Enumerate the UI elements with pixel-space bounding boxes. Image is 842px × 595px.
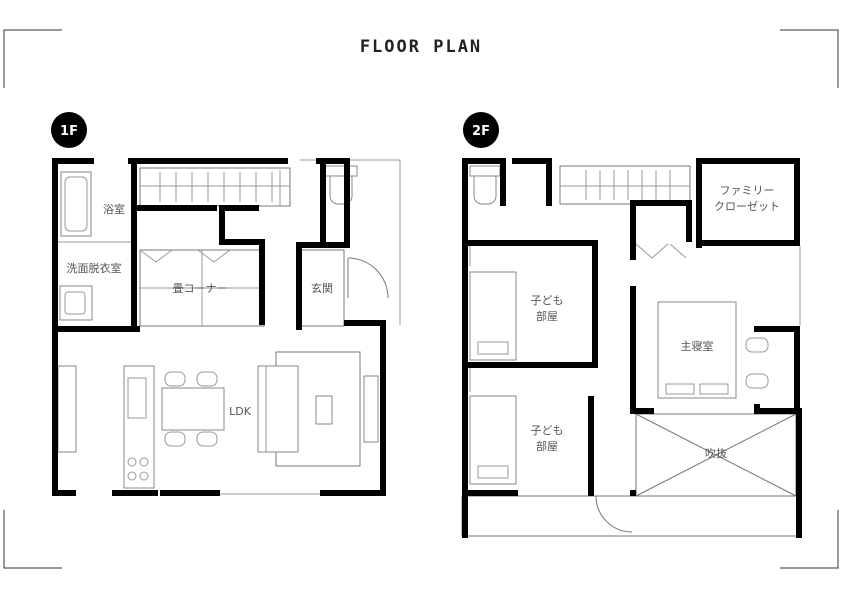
floor-badge-2f xyxy=(463,112,499,148)
floor-badge-1f xyxy=(51,112,87,148)
room-label-family-closet-line1: ファミリー xyxy=(720,184,775,197)
room-label-washroom: 洗面脱衣室 xyxy=(67,261,122,275)
room-label-ldk: LDK xyxy=(229,405,252,418)
room-label-kids-room-a-line1: 子ども xyxy=(531,294,564,307)
floor-plan-1f: 1F xyxy=(51,112,401,496)
floor-badge-1f-label: 1F xyxy=(60,124,78,139)
room-label-kids-room-b-line2: 部屋 xyxy=(536,439,558,453)
room-label-kids-room-b-line1: 子ども xyxy=(531,424,564,437)
walls-2f xyxy=(462,158,802,538)
room-label-master-bedroom: 主寝室 xyxy=(681,339,714,353)
floor-plan-2f: 2F xyxy=(461,112,802,538)
room-label-kids-room-a-line2: 部屋 xyxy=(536,309,558,323)
floor-badge-2f-label: 2F xyxy=(472,124,490,139)
page-title: FLOOR PLAN xyxy=(360,37,482,57)
room-label-bath: 浴室 xyxy=(103,202,125,216)
interior-lines-1f xyxy=(55,159,401,495)
room-label-family-closet-line2: クローゼット xyxy=(714,200,780,213)
interior-lines-2f xyxy=(461,165,801,537)
room-labels-2f: ファミリー クローゼット 子ども 部屋 主寝室 子ども 部屋 吹抜 xyxy=(531,184,781,460)
room-labels-1f: 浴室 洗面脱衣室 畳コーナー 玄関 LDK xyxy=(67,202,334,418)
room-label-tatami: 畳コーナー xyxy=(173,282,228,295)
room-label-atrium: 吹抜 xyxy=(705,446,727,460)
frame-corners xyxy=(3,29,839,569)
room-label-entrance: 玄関 xyxy=(311,281,333,295)
walls-1f xyxy=(52,158,386,496)
